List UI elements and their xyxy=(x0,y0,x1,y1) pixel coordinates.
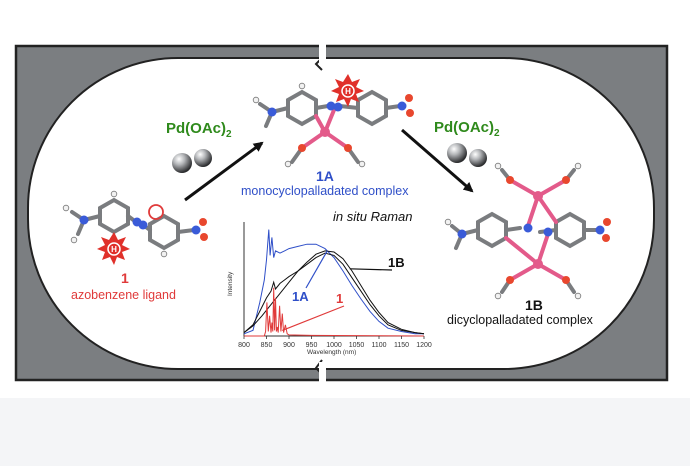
nanoparticle-sphere xyxy=(469,149,487,167)
compound-id-di: 1B xyxy=(525,297,543,313)
compound-name-di: dicyclopalladated complex xyxy=(447,313,593,327)
nanoparticle-sphere xyxy=(172,153,192,173)
molecule-dicyclopalladated xyxy=(444,162,611,300)
series-label-1A: 1A xyxy=(292,289,309,304)
reactive-site-circle xyxy=(148,204,164,220)
frame-notch-top-fill xyxy=(319,44,326,66)
chart-panel xyxy=(224,206,434,358)
chart-y-axis-label: Intensity xyxy=(227,271,234,296)
series-label-1B: 1B xyxy=(388,255,405,270)
series-line-1A xyxy=(243,229,424,335)
hydrogen-badge-ligand: H xyxy=(97,232,130,265)
molecule-azobenzene xyxy=(62,190,208,258)
compound-name-mono: monocyclopalladated complex xyxy=(241,184,409,198)
raman-chart: 800 850 900 950 1000 1050 1100 1150 1200 xyxy=(224,206,434,358)
nanoparticle-sphere xyxy=(447,143,467,163)
hydrogen-badge-label: H xyxy=(111,245,117,254)
reagent-label-right: Pd(OAc)2 xyxy=(434,119,500,139)
tick-layer: 800 850 900 950 1000 1050 1100 1150 1200 xyxy=(238,336,432,349)
chart-x-axis-label: Wavelength (nm) xyxy=(307,349,357,356)
x-tick-label: 1200 xyxy=(416,342,432,349)
pd-nanoparticles-right xyxy=(447,143,487,167)
series-line-unlabeled-1 xyxy=(243,252,425,335)
series-label-1: 1 xyxy=(336,291,344,306)
arrow-ligand-to-mono xyxy=(184,141,264,202)
x-tick-label: 900 xyxy=(283,342,295,349)
series-layer xyxy=(243,229,425,337)
hydrogen-badge-mono: H xyxy=(331,74,364,107)
pointer-1B xyxy=(349,268,393,271)
compound-id-mono: 1A xyxy=(316,168,334,184)
x-tick-label: 950 xyxy=(306,342,318,349)
x-tick-label: 1000 xyxy=(326,342,342,349)
x-tick-label: 1050 xyxy=(349,342,365,349)
series-line-1 xyxy=(244,287,425,337)
nanoparticle-sphere xyxy=(194,149,212,167)
compound-id-ligand: 1 xyxy=(121,270,129,286)
background-strip xyxy=(0,398,690,466)
hydrogen-badge-label: H xyxy=(345,87,351,96)
x-tick-label: 1100 xyxy=(371,342,386,349)
reaction-arrows xyxy=(184,128,474,202)
arrow-mono-to-di xyxy=(401,128,474,193)
x-tick-label: 850 xyxy=(261,342,273,349)
x-tick-label: 800 xyxy=(238,342,250,349)
frame-notch-bottom-fill xyxy=(319,362,326,382)
compound-name-ligand: azobenzene ligand xyxy=(71,288,176,302)
x-tick-label: 1150 xyxy=(394,342,409,349)
series-line-1B xyxy=(243,250,425,335)
pointer-1 xyxy=(282,305,345,331)
pointer-1A xyxy=(305,250,328,289)
pd-nanoparticles-left xyxy=(172,149,212,173)
chart-title: in situ Raman xyxy=(333,209,413,224)
molecule-monocyclopalladated xyxy=(252,82,414,168)
reagent-label-left: Pd(OAc)2 xyxy=(166,120,232,140)
